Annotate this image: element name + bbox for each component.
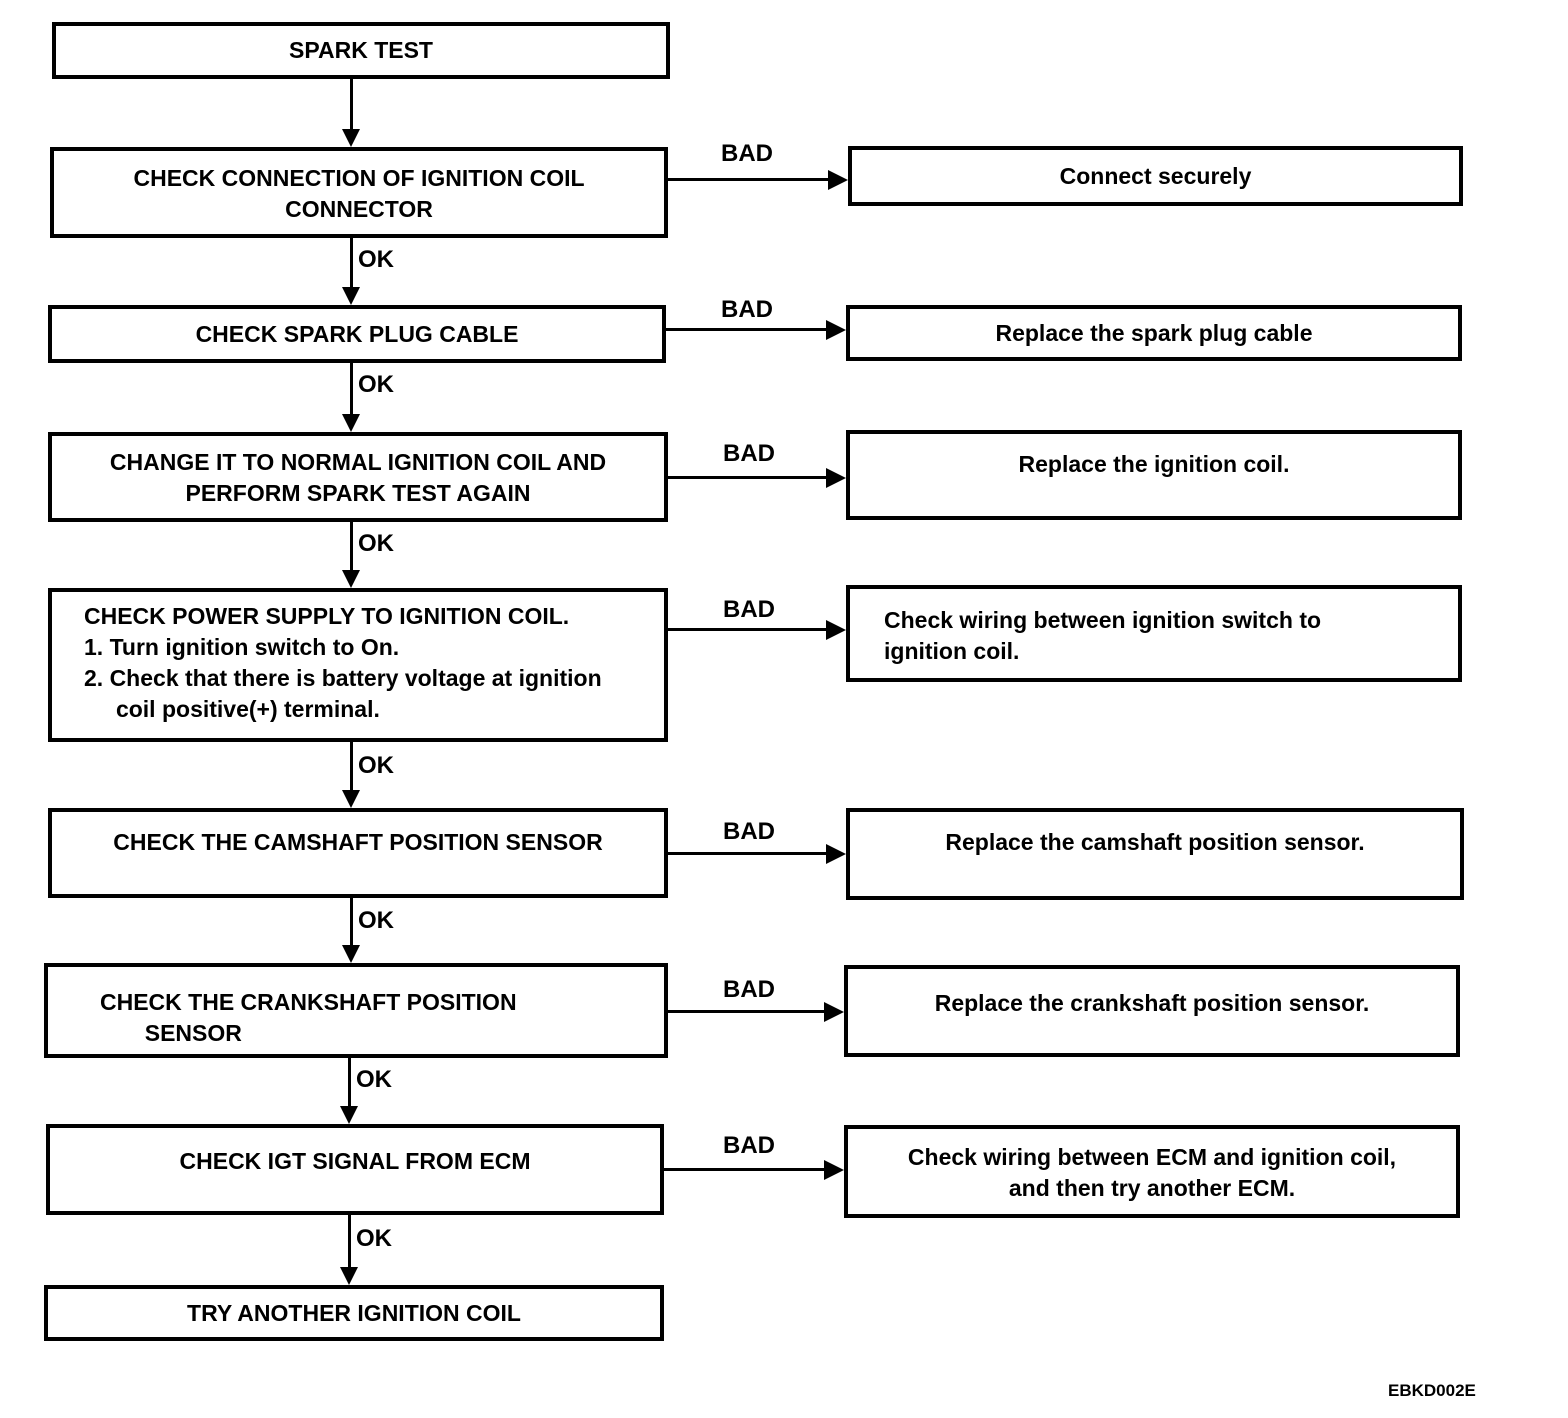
bad-label: BAD bbox=[723, 1132, 775, 1159]
right-arrowhead-icon bbox=[826, 468, 846, 488]
step-text: CHECK POWER SUPPLY TO IGNITION COIL. 1. … bbox=[84, 603, 602, 722]
connector-bad-3 bbox=[666, 476, 828, 479]
right-arrowhead-icon bbox=[824, 1002, 844, 1022]
step-check-crankshaft-sensor: CHECK THE CRANKSHAFT POSITION SENSOR bbox=[44, 963, 668, 1058]
right-arrowhead-icon bbox=[826, 620, 846, 640]
action-replace-ignition-coil: Replace the ignition coil. bbox=[846, 430, 1462, 520]
step-text: CHECK CONNECTION OF IGNITION COIL CONNEC… bbox=[133, 165, 585, 222]
action-replace-crankshaft-sensor: Replace the crankshaft position sensor. bbox=[844, 965, 1460, 1057]
figure-code: EBKD002E bbox=[1388, 1381, 1476, 1400]
action-check-wiring-ignition-switch: Check wiring between ignition switch to … bbox=[846, 585, 1462, 682]
connector-down-5 bbox=[350, 742, 353, 791]
step-check-ignition-coil-connector: CHECK CONNECTION OF IGNITION COIL CONNEC… bbox=[50, 147, 668, 238]
ok-label: OK bbox=[356, 1225, 392, 1252]
step-change-ignition-coil: CHANGE IT TO NORMAL IGNITION COIL AND PE… bbox=[48, 432, 668, 522]
ok-label: OK bbox=[358, 530, 394, 557]
connector-down-4 bbox=[350, 522, 353, 571]
step-check-camshaft-sensor: CHECK THE CAMSHAFT POSITION SENSOR bbox=[48, 808, 668, 898]
step-check-power-supply: CHECK POWER SUPPLY TO IGNITION COIL. 1. … bbox=[48, 588, 668, 742]
connector-down-2 bbox=[350, 238, 353, 288]
connector-bad-4 bbox=[666, 628, 828, 631]
action-text: Replace the ignition coil. bbox=[1018, 451, 1290, 477]
right-arrowhead-icon bbox=[826, 320, 846, 340]
down-arrowhead-icon bbox=[340, 1106, 358, 1124]
ok-label: OK bbox=[358, 246, 394, 273]
step-spark-test: SPARK TEST bbox=[52, 22, 670, 79]
ok-label: OK bbox=[358, 907, 394, 934]
connector-down-3 bbox=[350, 362, 353, 415]
step-text: CHECK THE CRANKSHAFT POSITION SENSOR bbox=[100, 989, 517, 1046]
connector-down-8 bbox=[348, 1215, 351, 1268]
action-text: Replace the spark plug cable bbox=[995, 319, 1313, 346]
action-text: Replace the crankshaft position sensor. bbox=[934, 990, 1370, 1016]
right-arrowhead-icon bbox=[824, 1160, 844, 1180]
connector-bad-2 bbox=[664, 328, 828, 331]
connector-down-1 bbox=[350, 78, 353, 130]
action-connect-securely: Connect securely bbox=[848, 146, 1463, 206]
down-arrowhead-icon bbox=[342, 287, 360, 305]
step-text: CHECK THE CAMSHAFT POSITION SENSOR bbox=[113, 829, 603, 855]
step-check-igt-signal: CHECK IGT SIGNAL FROM ECM bbox=[46, 1124, 664, 1215]
step-text: CHECK IGT SIGNAL FROM ECM bbox=[179, 1148, 531, 1174]
action-replace-spark-plug-cable: Replace the spark plug cable bbox=[846, 305, 1462, 361]
bad-label: BAD bbox=[721, 140, 773, 167]
action-check-wiring-ecm: Check wiring between ECM and ignition co… bbox=[844, 1125, 1460, 1218]
bad-label: BAD bbox=[723, 596, 775, 623]
step-check-spark-plug-cable: CHECK SPARK PLUG CABLE bbox=[48, 305, 666, 363]
ok-label: OK bbox=[356, 1066, 392, 1093]
connector-down-6 bbox=[350, 898, 353, 946]
down-arrowhead-icon bbox=[342, 414, 360, 432]
down-arrowhead-icon bbox=[342, 570, 360, 588]
action-replace-camshaft-sensor: Replace the camshaft position sensor. bbox=[846, 808, 1464, 900]
bad-label: BAD bbox=[723, 440, 775, 467]
bad-label: BAD bbox=[721, 296, 773, 323]
right-arrowhead-icon bbox=[828, 170, 848, 190]
step-try-another-coil: TRY ANOTHER IGNITION COIL bbox=[44, 1285, 664, 1341]
bad-label: BAD bbox=[723, 818, 775, 845]
bad-label: BAD bbox=[723, 976, 775, 1003]
step-text: CHECK SPARK PLUG CABLE bbox=[195, 320, 519, 347]
action-text: Replace the camshaft position sensor. bbox=[945, 829, 1365, 855]
ok-label: OK bbox=[358, 371, 394, 398]
connector-down-7 bbox=[348, 1058, 351, 1107]
down-arrowhead-icon bbox=[342, 129, 360, 147]
step-text: TRY ANOTHER IGNITION COIL bbox=[187, 1299, 521, 1326]
step-text: CHANGE IT TO NORMAL IGNITION COIL AND PE… bbox=[109, 449, 607, 506]
connector-bad-7 bbox=[662, 1168, 826, 1171]
down-arrowhead-icon bbox=[342, 945, 360, 963]
right-arrowhead-icon bbox=[826, 844, 846, 864]
action-text: Check wiring between ignition switch to … bbox=[884, 607, 1322, 664]
action-text: Check wiring between ECM and ignition co… bbox=[907, 1144, 1397, 1201]
connector-bad-5 bbox=[666, 852, 828, 855]
connector-bad-1 bbox=[666, 178, 830, 181]
ok-label: OK bbox=[358, 752, 394, 779]
down-arrowhead-icon bbox=[342, 790, 360, 808]
down-arrowhead-icon bbox=[340, 1267, 358, 1285]
step-text: SPARK TEST bbox=[289, 37, 433, 63]
action-text: Connect securely bbox=[1059, 162, 1252, 189]
connector-bad-6 bbox=[666, 1010, 826, 1013]
